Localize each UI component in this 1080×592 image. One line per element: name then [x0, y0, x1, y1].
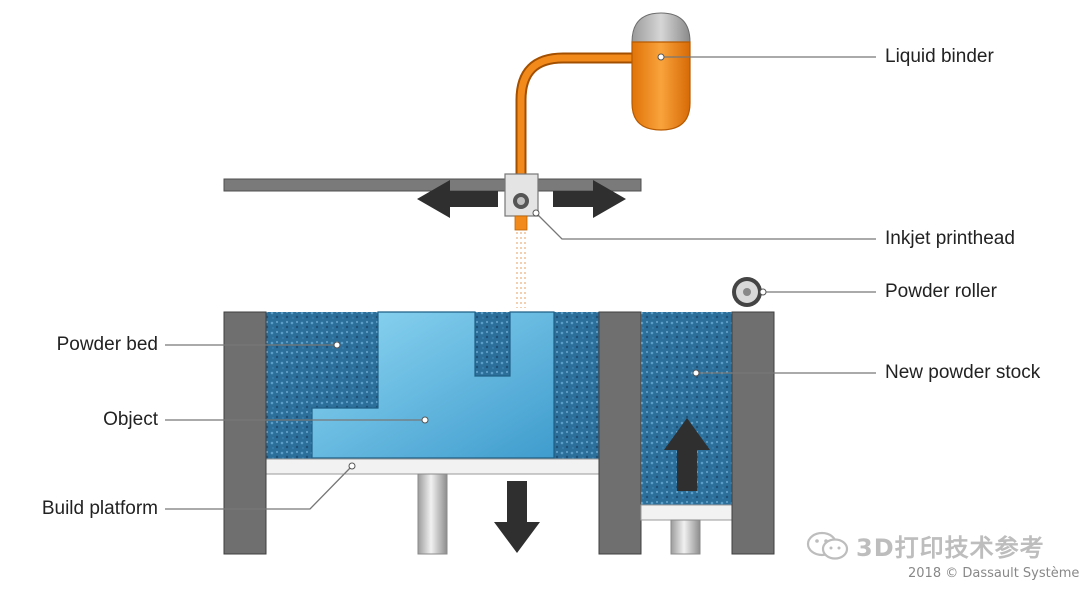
printed-object [311, 311, 555, 459]
label-inkjet-printhead: Inkjet printhead [885, 228, 1015, 249]
stock-chamber-right-wall [731, 311, 775, 555]
binder-droplets [516, 232, 526, 308]
build-chamber-left-wall [223, 311, 267, 555]
build-piston [417, 473, 448, 555]
label-powder-roller: Powder roller [885, 281, 997, 302]
arrow-down-icon [494, 481, 540, 553]
inkjet-printhead [504, 173, 539, 231]
watermark: 3D打印技术参考 [806, 528, 1045, 563]
label-new-powder-stock: New powder stock [885, 362, 1041, 383]
leader-dots [333, 53, 767, 470]
arrow-left-icon [417, 180, 498, 218]
build-chamber-right-wall [598, 311, 642, 555]
watermark-text: 3D打印技术参考 [856, 534, 1045, 562]
wechat-icon [806, 531, 849, 560]
label-liquid-binder: Liquid binder [885, 46, 994, 67]
leader-lines [165, 56, 876, 510]
powder-roller [732, 277, 762, 307]
stock-platform [640, 504, 733, 521]
stock-piston [670, 519, 701, 555]
printhead-rail [223, 178, 642, 192]
build-platform [265, 458, 600, 475]
arrow-up-icon [664, 418, 710, 491]
arrow-right-icon [553, 180, 626, 218]
label-object: Object [103, 409, 158, 430]
binder-reservoir [631, 12, 691, 131]
copyright-text: 2018 © Dassault Systèmes [908, 566, 1080, 581]
binder-tube [515, 52, 646, 211]
label-build-platform: Build platform [41, 498, 158, 519]
label-powder-bed: Powder bed [56, 334, 158, 355]
